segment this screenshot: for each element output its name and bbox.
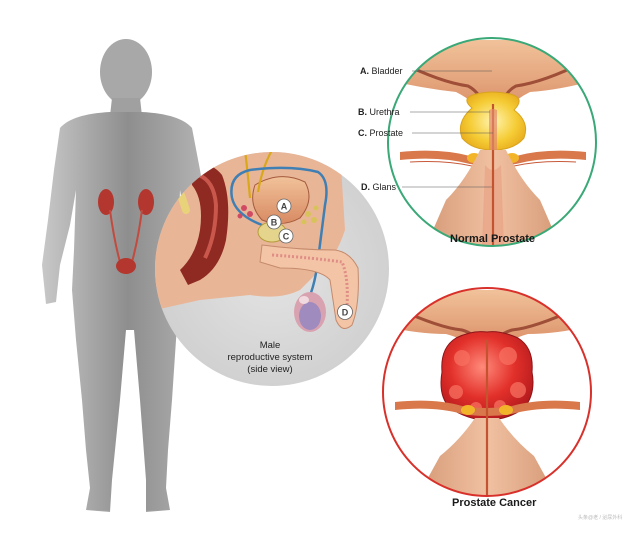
marker-b-text: B [271,218,278,228]
marker-c-text: C [283,232,290,242]
marker-a: A [276,198,292,214]
label-prostate: C. Prostate [358,128,404,138]
kidneys-icon [98,189,154,274]
marker-b: B [266,214,282,230]
cancer-prostate-panel [382,287,592,497]
label-glans: D. Glans [361,182,397,192]
side-view-caption: Male reproductive system (side view) [227,340,313,375]
label-bladder: A. Bladder [360,66,403,76]
watermark: 头条@老 / 泌尿外科 [578,515,623,521]
normal-prostate-caption: Normal Prostate [450,233,535,245]
marker-c: C [278,228,294,244]
label-urethra: B. Urethra [358,107,400,117]
normal-prostate-panel [387,37,597,247]
marker-a-text: A [281,202,288,212]
marker-d-text: D [342,308,349,318]
leader-lines [402,70,493,188]
side-view-panel: A B C D [155,152,389,386]
marker-d: D [337,304,353,320]
prostate-cancer-caption: Prostate Cancer [452,497,537,509]
